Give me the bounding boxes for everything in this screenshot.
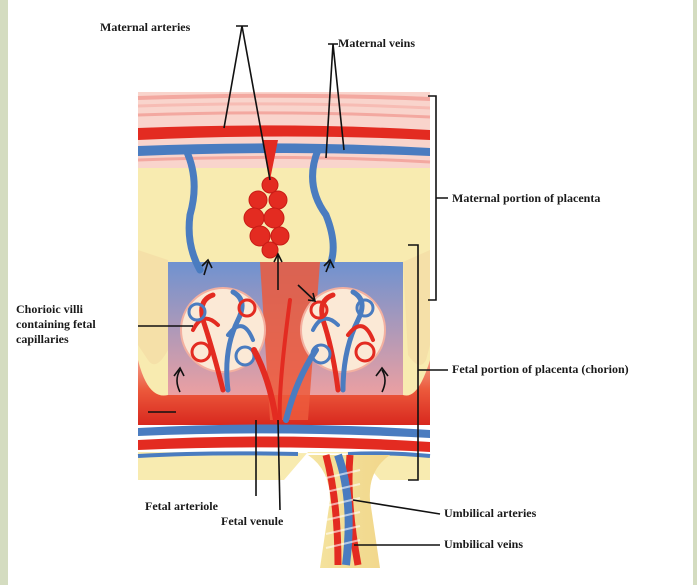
placenta-illustration xyxy=(8,0,693,585)
label-chorionic-villi-line3: capillaries xyxy=(16,332,96,347)
label-fetal-arteriole: Fetal arteriole xyxy=(145,499,218,514)
label-fetal-venule: Fetal venule xyxy=(221,514,283,529)
label-umbilical-veins: Umbilical veins xyxy=(444,537,523,552)
decidua-layer xyxy=(138,92,430,172)
label-maternal-veins: Maternal veins xyxy=(338,36,415,51)
label-fetal-portion: Fetal portion of placenta (chorion) xyxy=(452,362,629,377)
label-maternal-portion: Maternal portion of placenta xyxy=(452,191,600,206)
diagram-canvas: Maternal arteries Maternal veins Materna… xyxy=(8,0,693,585)
label-umbilical-arteries: Umbilical arteries xyxy=(444,506,536,521)
label-maternal-arteries: Maternal arteries xyxy=(100,20,190,35)
chorionic-plate xyxy=(138,424,430,480)
label-chorionic-villi-line1: Chorioic villi xyxy=(16,302,96,317)
label-chorionic-villi-line2: containing fetal xyxy=(16,317,96,332)
label-chorionic-villi: Chorioic villi containing fetal capillar… xyxy=(16,302,96,347)
